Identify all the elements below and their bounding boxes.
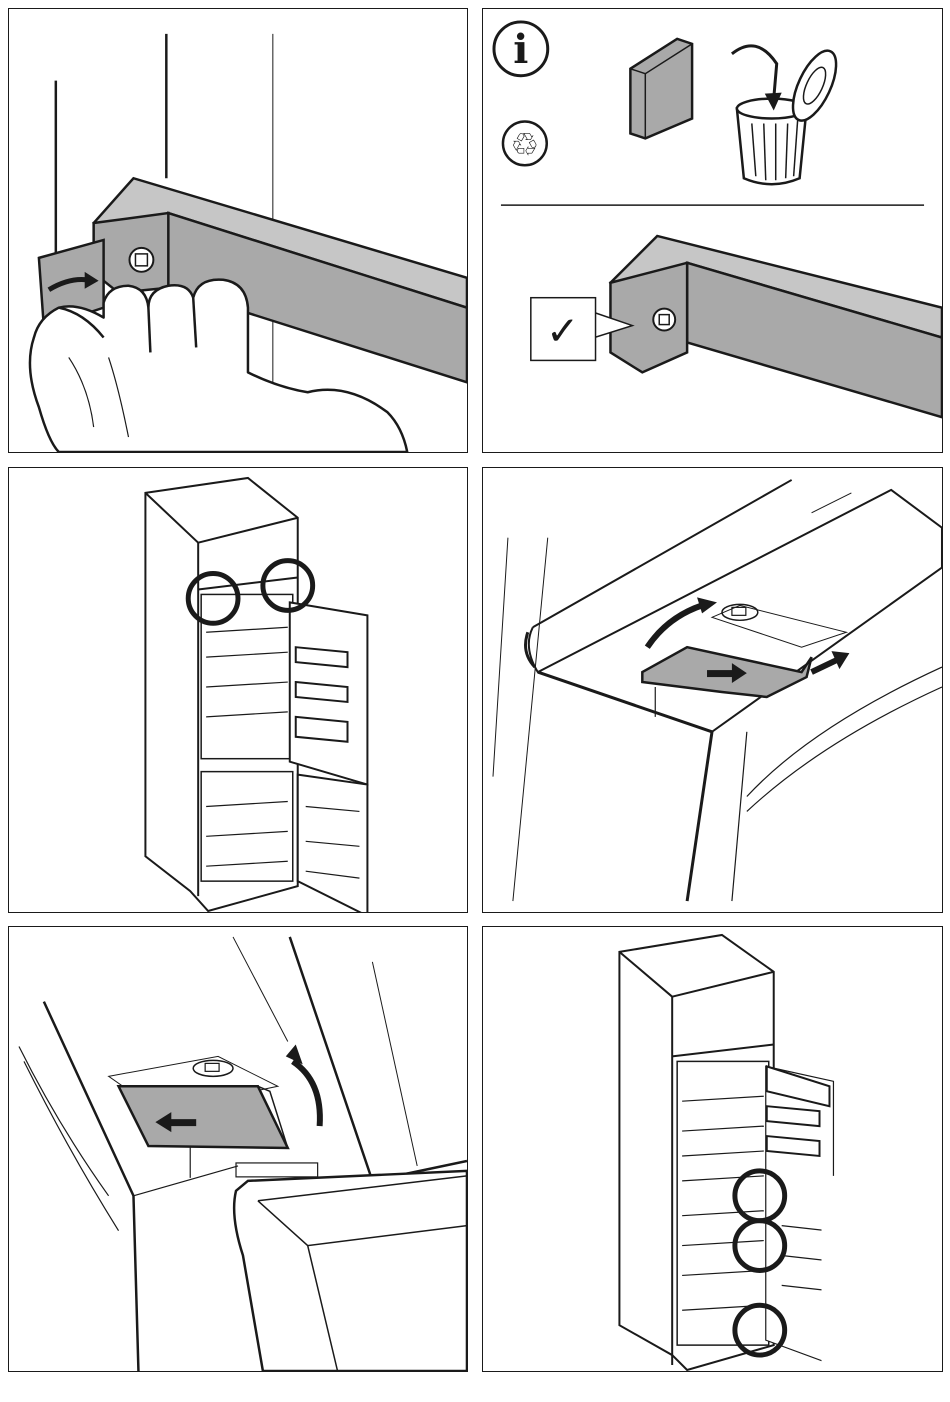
info-recycle-illustration: i ♲ — [483, 9, 942, 452]
hinge-cover-icon — [119, 1086, 288, 1178]
cover-cap-icon — [630, 39, 692, 139]
remove-cover-illustration — [9, 9, 467, 452]
panel-step-check-hinges — [482, 926, 943, 1372]
screw-icon — [712, 604, 846, 647]
screw-icon — [129, 248, 153, 272]
open-appliance-illustration — [9, 468, 467, 912]
slide-cover-illustration — [483, 468, 942, 912]
info-icon: i — [494, 22, 548, 76]
remove-hinge-cover-illustration — [9, 927, 467, 1371]
panel-step-info-recycle: i ♲ — [482, 8, 943, 453]
panel-step-open-appliance — [8, 467, 468, 913]
door-corner — [234, 1163, 467, 1371]
check-glyph: ✓ — [546, 308, 579, 354]
screw-icon — [653, 309, 675, 331]
panel-step-slide-cover — [482, 467, 943, 913]
recycle-glyph: ♲ — [511, 125, 540, 163]
refrigerator-icon — [619, 935, 833, 1370]
recycle-icon: ♲ — [503, 121, 547, 165]
hinge-cover-icon — [642, 647, 811, 717]
refrigerator-icon — [145, 478, 367, 912]
check-hinges-illustration — [483, 927, 942, 1371]
info-glyph: i — [513, 27, 528, 73]
trash-bin-icon — [732, 45, 845, 185]
panel-step-remove-hinge-cover — [8, 926, 468, 1372]
panel-step-remove-cover — [8, 8, 468, 453]
